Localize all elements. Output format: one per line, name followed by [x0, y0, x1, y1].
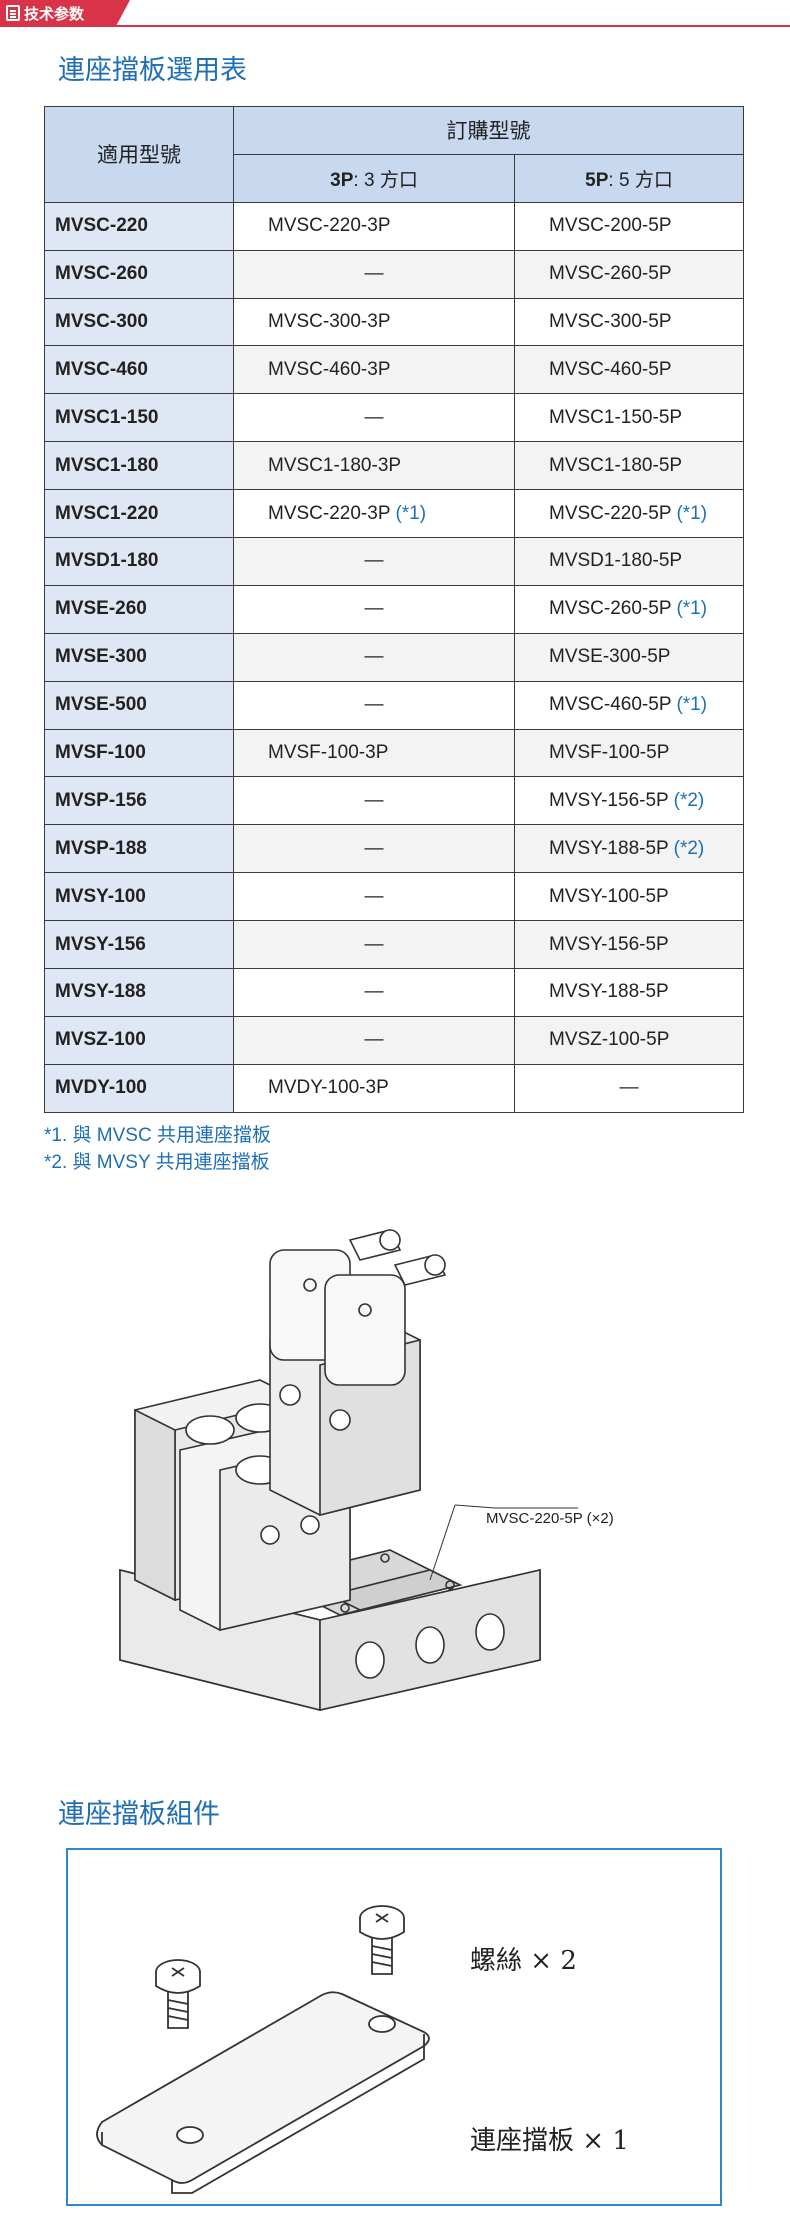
- cell-model: MVSC-260: [44, 249, 234, 299]
- cell-5p: MVSC-260-5P: [514, 249, 744, 299]
- cell-model: MVSY-188: [44, 968, 234, 1017]
- cell-3p: MVDY-100-3P: [233, 1063, 515, 1113]
- cell-5p: MVSY-188-5P (*2): [514, 824, 744, 874]
- cell-model: MVSZ-100: [44, 1015, 234, 1065]
- cell-model: MVSC-300: [44, 297, 234, 347]
- cell-model: MVSE-500: [44, 680, 234, 730]
- table-row: MVSE-500—MVSC-460-5P (*1): [44, 680, 744, 730]
- cell-5p: MVSF-100-5P: [514, 728, 744, 778]
- manifold-illustration: [119, 1229, 578, 1712]
- cell-3p: MVSC-220-3P: [233, 201, 515, 251]
- table-row: MVSC1-150—MVSC1-150-5P: [44, 393, 744, 443]
- col-5p-header: 5P: 5 方口: [514, 153, 744, 203]
- table-row: MVSZ-100—MVSZ-100-5P: [44, 1015, 744, 1065]
- cell-3p: —: [233, 920, 515, 970]
- cell-5p: MVSC1-150-5P: [514, 393, 744, 443]
- cell-model: MVSC-220: [44, 201, 234, 251]
- cell-5p: MVSC-300-5P: [514, 297, 744, 347]
- table-row: MVSP-156—MVSY-156-5P (*2): [44, 776, 744, 826]
- table-row: MVSY-156—MVSY-156-5P: [44, 920, 744, 970]
- cell-model: MVSP-156: [44, 776, 234, 826]
- screw-icon: [155, 1959, 201, 2029]
- table-row: MVSY-188—MVSY-188-5P: [44, 968, 744, 1017]
- table-row: MVSE-260—MVSC-260-5P (*1): [44, 584, 744, 634]
- cell-5p: —: [514, 1063, 744, 1113]
- cell-3p: —: [233, 584, 515, 634]
- cell-5p: MVSC1-180-5P: [514, 441, 744, 491]
- cell-3p: MVSC-300-3P: [233, 297, 515, 347]
- cell-3p: MVSC-220-3P (*1): [233, 489, 515, 539]
- cell-3p: —: [233, 249, 515, 299]
- cell-model: MVSC-460: [44, 345, 234, 395]
- cell-5p: MVSC-460-5P (*1): [514, 680, 744, 730]
- kit-box: 螺絲 × 2 連座擋板 × 1: [66, 1848, 722, 2206]
- footnotes: *1. 與 MVSC 共用連座擋板 *2. 與 MVSY 共用連座擋板: [44, 1122, 271, 1176]
- cell-5p: MVSC-220-5P (*1): [514, 489, 744, 539]
- cell-3p: —: [233, 1015, 515, 1065]
- cell-5p: MVSY-188-5P: [514, 968, 744, 1017]
- cell-5p: MVSE-300-5P: [514, 632, 744, 682]
- cell-3p: —: [233, 824, 515, 874]
- table-row: MVSY-100—MVSY-100-5P: [44, 872, 744, 922]
- cell-5p: MVSC-200-5P: [514, 201, 744, 251]
- cell-model: MVSY-100: [44, 872, 234, 922]
- cell-5p: MVSY-100-5P: [514, 872, 744, 922]
- table-row: MVSP-188—MVSY-188-5P (*2): [44, 824, 744, 874]
- cell-model: MVSD1-180: [44, 537, 234, 586]
- cell-model: MVSC1-150: [44, 393, 234, 443]
- plate-label: 連座擋板 × 1: [470, 2126, 629, 2156]
- cell-5p: MVSC-260-5P (*1): [514, 584, 744, 634]
- footnote-2: *2. 與 MVSY 共用連座擋板: [44, 1152, 270, 1173]
- kit-title: 連座擋板組件: [58, 1799, 220, 1830]
- section-tag-label: 技术参数: [24, 5, 85, 23]
- document-icon: [6, 5, 20, 21]
- cell-model: MVSC1-220: [44, 489, 234, 539]
- footnote-1: *1. 與 MVSC 共用連座擋板: [44, 1125, 271, 1146]
- cell-3p: MVSC1-180-3P: [233, 441, 515, 491]
- cell-3p: MVSF-100-3P: [233, 728, 515, 778]
- screw-label: 螺絲 × 2: [470, 1946, 577, 1976]
- cell-5p: MVSZ-100-5P: [514, 1015, 744, 1065]
- cell-model: MVSC1-180: [44, 441, 234, 491]
- screw-icon: [359, 1905, 405, 1975]
- table-row: MVSE-300—MVSE-300-5P: [44, 632, 744, 682]
- kit-illustration: [96, 1905, 430, 2194]
- cell-5p: MVSD1-180-5P: [514, 537, 744, 586]
- table-row: MVSD1-180—MVSD1-180-5P: [44, 537, 744, 586]
- cell-model: MVDY-100: [44, 1063, 234, 1113]
- cell-3p: —: [233, 776, 515, 826]
- cell-model: MVSP-188: [44, 824, 234, 874]
- cell-3p: —: [233, 872, 515, 922]
- cell-model: MVSE-260: [44, 584, 234, 634]
- cell-5p: MVSC-460-5P: [514, 345, 744, 395]
- order-code-header: 訂購型號: [233, 106, 744, 155]
- cell-3p: —: [233, 393, 515, 443]
- table-row: MVSC-260—MVSC-260-5P: [44, 249, 744, 299]
- applicable-model-header: 適用型號: [44, 106, 234, 203]
- col-3p-header: 3P: 3 方口: [233, 153, 515, 203]
- cell-3p: —: [233, 632, 515, 682]
- illustration-callout: MVSC-220-5P (×2): [486, 1510, 614, 1527]
- header-divider: [0, 25, 790, 27]
- cell-3p: —: [233, 537, 515, 586]
- cell-3p: —: [233, 680, 515, 730]
- cell-3p: MVSC-460-3P: [233, 345, 515, 395]
- cell-model: MVSY-156: [44, 920, 234, 970]
- cell-3p: —: [233, 968, 515, 1017]
- selection-table-title: 連座擋板選用表: [58, 55, 247, 86]
- cell-5p: MVSY-156-5P (*2): [514, 776, 744, 826]
- cell-model: MVSE-300: [44, 632, 234, 682]
- cell-model: MVSF-100: [44, 728, 234, 778]
- section-tag: 技术参数: [0, 0, 130, 26]
- cell-5p: MVSY-156-5P: [514, 920, 744, 970]
